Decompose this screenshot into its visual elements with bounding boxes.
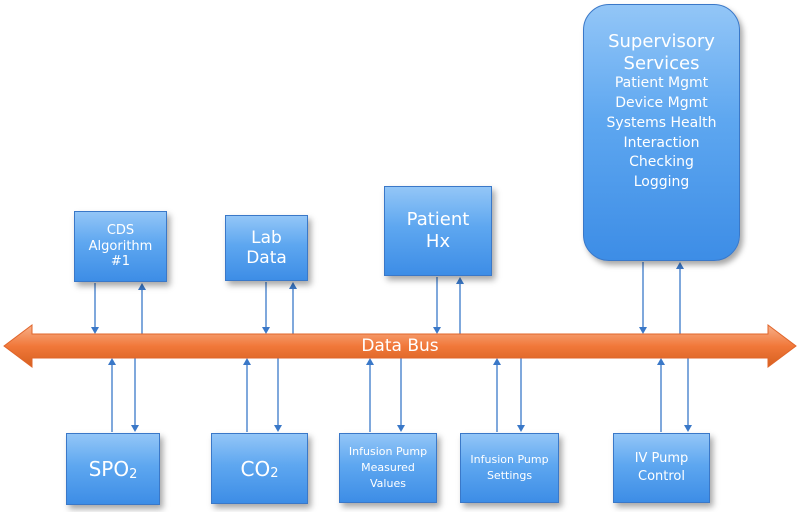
iv-pump-line-1: IV Pump (634, 450, 689, 466)
co2-subscript: 2 (270, 466, 279, 481)
arrow-lab-to-bus (262, 282, 270, 334)
infusion-measured-line-1: Infusion Pump (348, 445, 428, 459)
supervisory-item: Checking (629, 154, 694, 171)
arrow-bus-to-infusion-measured (397, 358, 405, 432)
supervisory-title-2: Services (623, 52, 700, 74)
arrow-bus-to-infusion-settings (517, 358, 525, 432)
spo2-subscript: 2 (129, 466, 138, 482)
iv-pump-control-box: IV Pump Control (613, 433, 710, 503)
arrow-bus-to-co2 (274, 358, 282, 432)
spo2-label: SPO (88, 457, 130, 481)
infusion-measured-box: Infusion Pump Measured Values (339, 433, 437, 503)
data-bus-label: Data Bus (361, 336, 439, 356)
arrow-infusion-settings-to-bus (493, 358, 501, 432)
supervisory-item: Interaction (623, 134, 700, 151)
supervisory-item: Systems Health (606, 114, 717, 131)
supervisory-title-1: Supervisory (608, 31, 715, 52)
infusion-measured-line-3: Values (370, 476, 406, 490)
cds-line-3: #1 (110, 254, 131, 270)
patient-line-1: Patient (406, 209, 470, 231)
lab-line-1: Lab (251, 227, 282, 248)
arrow-infusion-measured-to-bus (366, 358, 374, 432)
arrow-bus-to-iv-pump (684, 358, 692, 432)
arrow-bus-to-lab (289, 282, 297, 334)
arrow-bus-to-patient (456, 277, 464, 334)
supervisory-item: Logging (633, 174, 690, 191)
arrow-supervisory-to-bus (639, 262, 647, 334)
infusion-settings-box: Infusion Pump Settings (460, 433, 559, 503)
data-bus-arrow (3, 324, 797, 368)
arrow-iv-pump-to-bus (657, 358, 665, 432)
arrow-cds-to-bus (91, 283, 99, 334)
infusion-settings-line-1: Infusion Pump (470, 453, 549, 467)
arrow-patient-to-bus (433, 277, 441, 334)
patient-line-2: Hx (425, 231, 451, 252)
cds-line-1: CDS (106, 223, 135, 239)
co2-label: CO (240, 456, 271, 481)
arrow-spo2-to-bus (108, 358, 116, 432)
arrow-bus-to-supervisory (676, 262, 684, 334)
arrow-bus-to-cds (138, 283, 146, 334)
lab-data-box: Lab Data (225, 215, 308, 281)
arrow-co2-to-bus (243, 358, 251, 432)
supervisory-services-box: Supervisory Services Patient Mgmt Device… (583, 4, 740, 261)
infusion-settings-line-2: Settings (486, 469, 533, 482)
cds-algorithm-box: CDS Algorithm #1 (74, 211, 167, 282)
lab-line-2: Data (246, 248, 287, 268)
arrow-bus-to-spo2 (131, 358, 139, 432)
supervisory-item: Patient Mgmt (614, 75, 709, 92)
infusion-measured-line-2: Measured (361, 461, 415, 475)
patient-hx-box: Patient Hx (384, 186, 492, 276)
supervisory-item: Device Mgmt (615, 94, 708, 111)
cds-line-2: Algorithm (88, 238, 153, 254)
iv-pump-line-2: Control (638, 469, 685, 484)
